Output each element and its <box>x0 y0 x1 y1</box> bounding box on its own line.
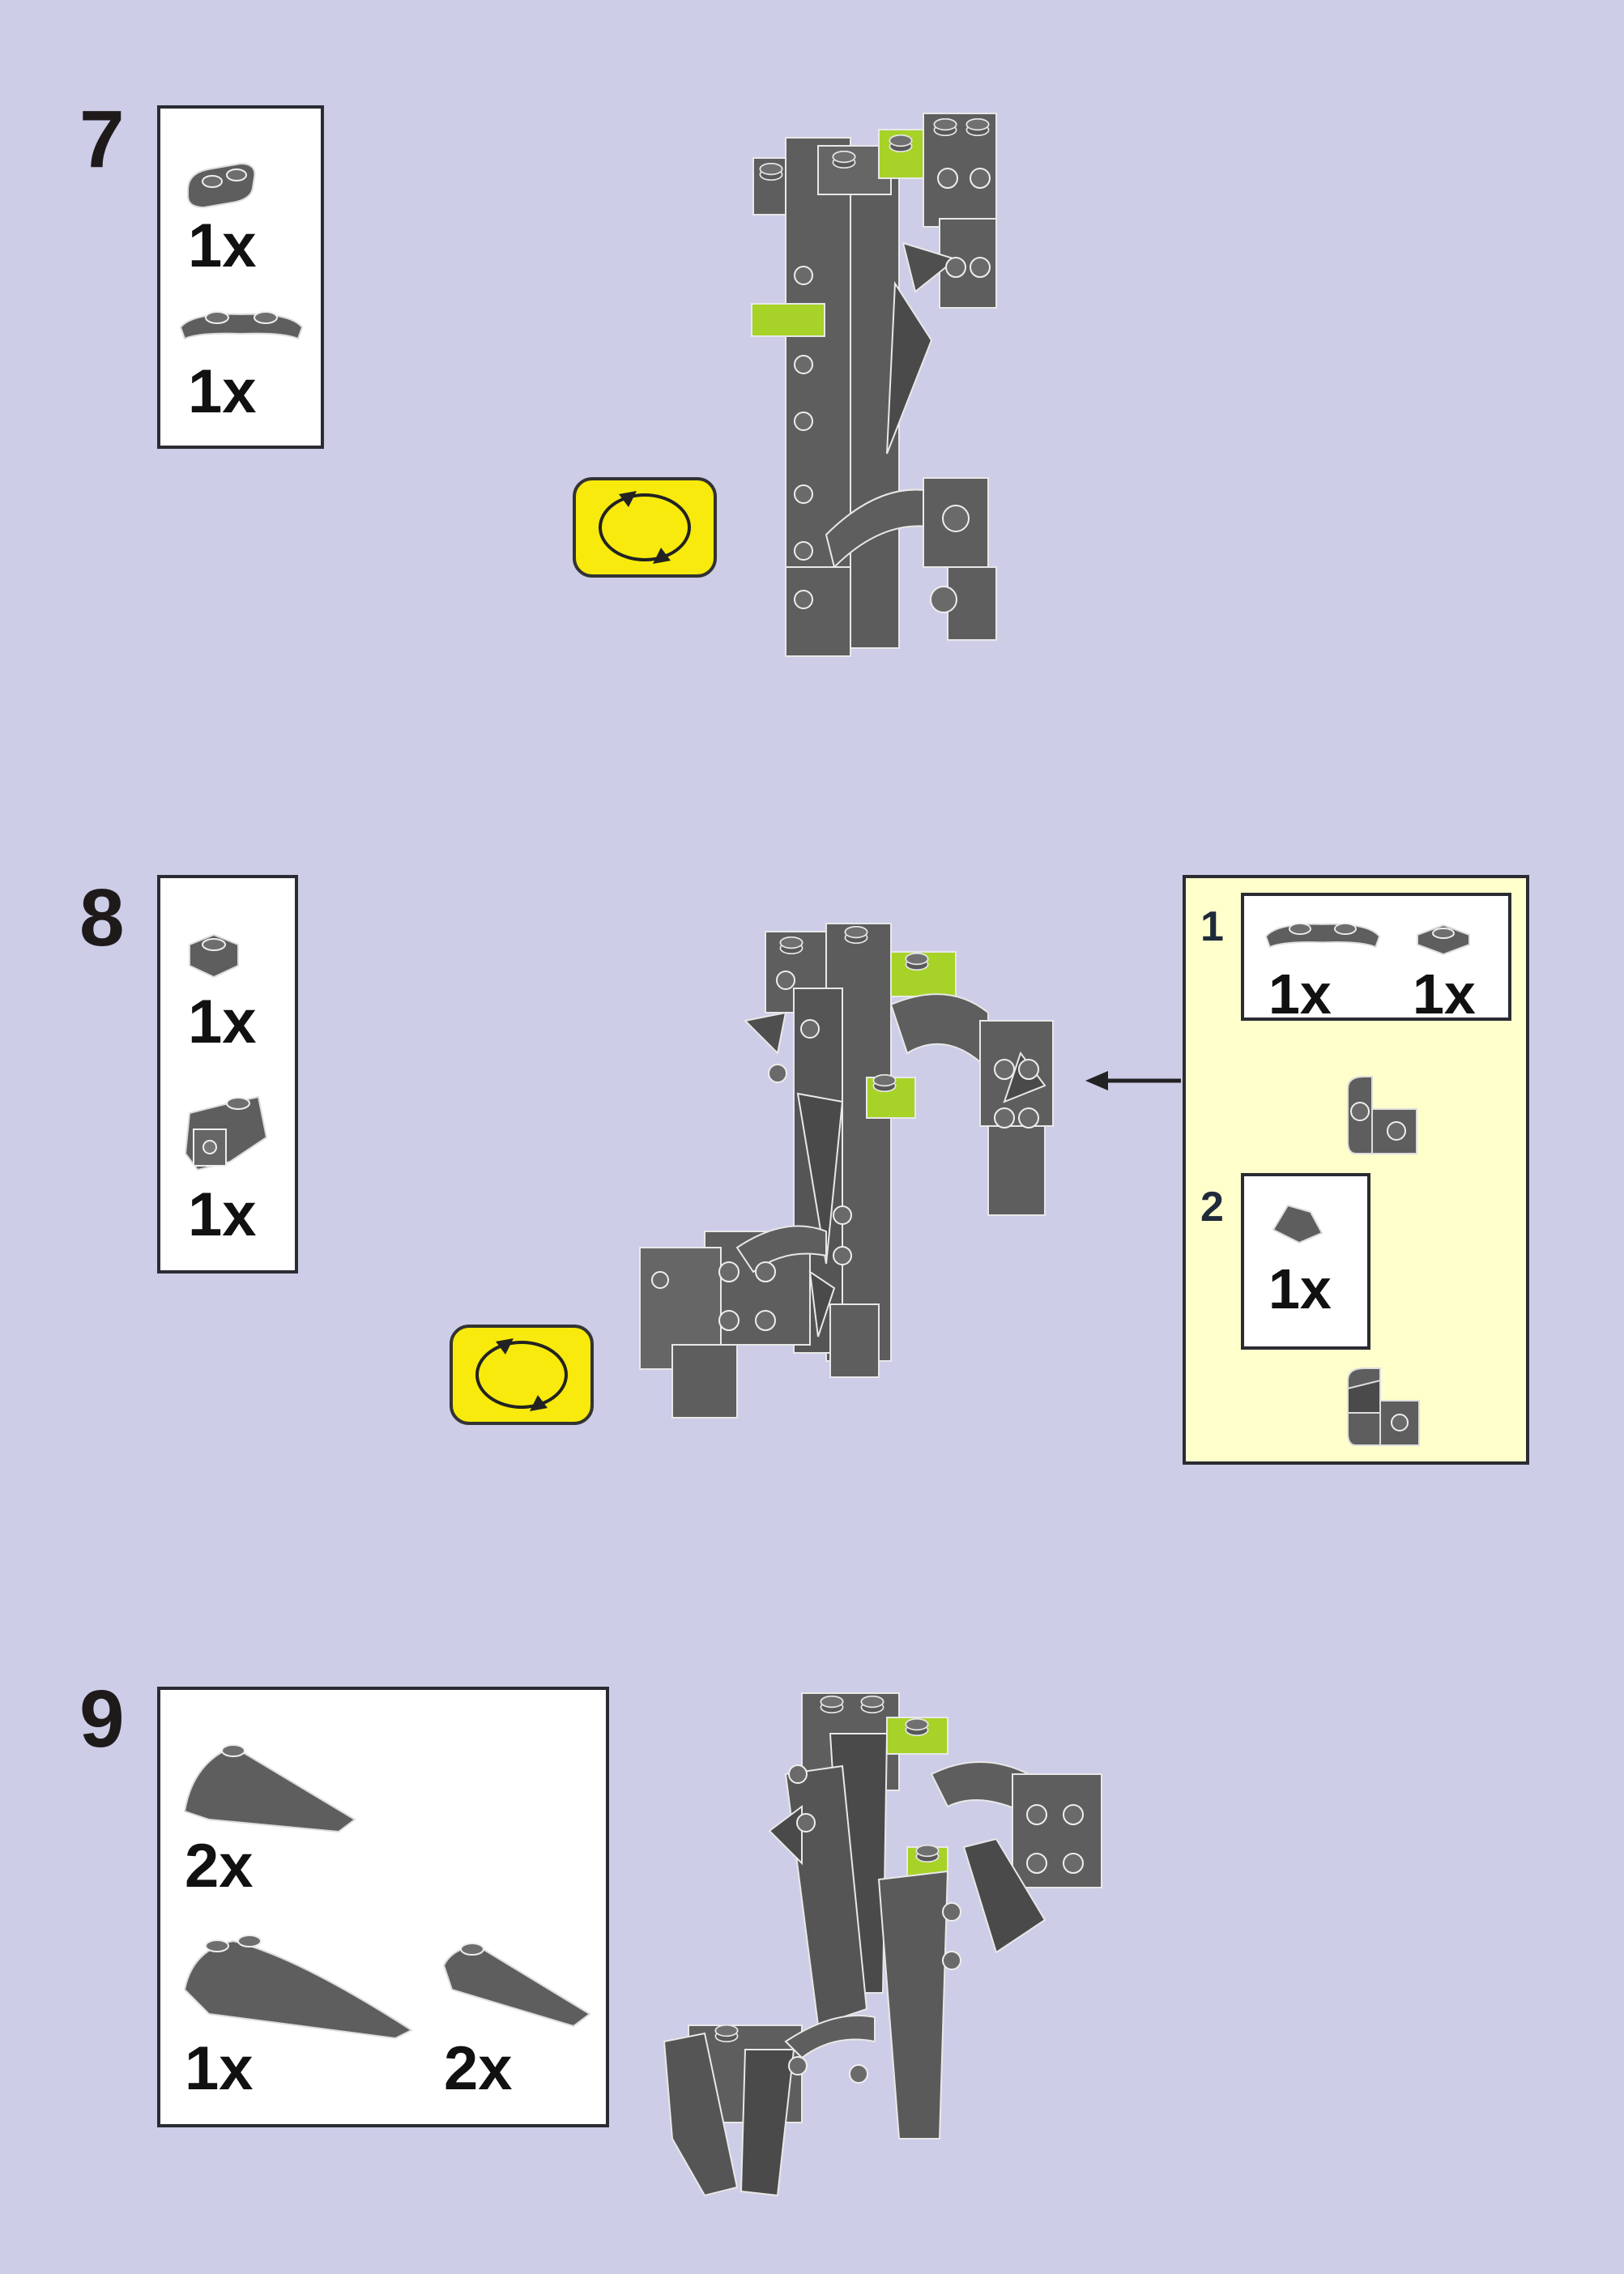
parts-list: 1x 1x <box>157 105 324 449</box>
part-quantity: 2x <box>185 1832 254 1901</box>
model-step-9 <box>663 1692 1102 2197</box>
subassembly-panel: 1 1x 1x 2 1x <box>1183 875 1529 1465</box>
part-quantity: 1x <box>188 357 257 426</box>
subassembly-result-2 <box>1347 1367 1420 1446</box>
part-quantity: 1x <box>188 211 257 280</box>
rotate-model-icon <box>572 476 718 578</box>
substep-parts-list: 1x 1x <box>1241 893 1511 1026</box>
plate-1x1-icon <box>189 933 239 979</box>
attach-arrow-icon <box>1085 1071 1181 1090</box>
rotate-model-icon <box>449 1324 595 1426</box>
part-quantity: 2x <box>444 2034 513 2103</box>
part-quantity: 1x <box>1268 962 1332 1026</box>
part-quantity: 1x <box>1268 1257 1332 1320</box>
wedge-long-icon <box>183 1935 414 2040</box>
part-quantity: 1x <box>188 988 257 1056</box>
parts-list: 2x 1x 2x <box>157 1687 609 2127</box>
part-quantity: 1x <box>185 2034 254 2103</box>
model-step-7 <box>751 113 997 657</box>
substep-parts-list: 1x <box>1241 1173 1370 1350</box>
part-quantity: 1x <box>1413 962 1476 1026</box>
step-number: 7 <box>79 94 125 185</box>
substep-number: 2 <box>1200 1184 1224 1231</box>
subassembly-result-1 <box>1347 1076 1417 1154</box>
plate-1x1-icon <box>1417 924 1470 956</box>
part-quantity: 1x <box>188 1180 257 1249</box>
step-number: 9 <box>79 1674 125 1764</box>
slope-1x1-icon <box>1272 1204 1323 1244</box>
plate-curved-icon <box>1264 923 1381 949</box>
parts-list: 1x 1x <box>157 875 298 1274</box>
step-number: 8 <box>79 872 125 963</box>
model-step-8 <box>639 923 1054 1419</box>
slope-curved-icon <box>442 1943 591 2028</box>
bracket-icon <box>184 1095 268 1171</box>
wedge-small-icon <box>183 1744 356 1833</box>
substep-number: 1 <box>1200 903 1224 950</box>
plate-1x2-rounded-icon <box>187 162 256 209</box>
plate-curved-icon <box>179 311 304 340</box>
